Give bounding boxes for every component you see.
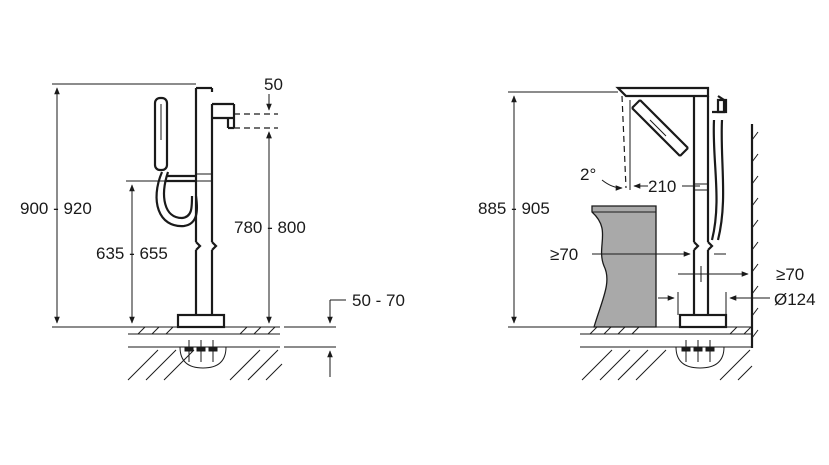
right-wall-clearance-dim (678, 266, 749, 282)
bathtub (591, 205, 657, 328)
right-spout-reach-label: 210 (648, 177, 676, 196)
right-view: 885 - 905 2° 210 ≥70 ≥70 (478, 86, 816, 381)
left-mixer-body (153, 86, 236, 329)
left-spout-offset-label: 50 (264, 75, 283, 94)
left-install-depth-label: 50 - 70 (352, 291, 405, 310)
left-overall-height-dim (52, 83, 196, 328)
left-install-depth-dim (284, 299, 346, 377)
left-view: 900 - 920 635 - 655 780 - 800 50 50 (20, 75, 405, 381)
right-base-diameter-dim (658, 292, 770, 315)
right-wall-clearance-label: ≥70 (776, 265, 804, 284)
right-base-diameter-label: Ø124 (774, 290, 816, 309)
right-overall-height-dim (508, 91, 618, 328)
right-mixer-body (615, 86, 728, 329)
left-hose-height-label: 635 - 655 (96, 244, 168, 263)
right-angle-dim (601, 179, 623, 191)
left-hose-height-dim (126, 180, 196, 324)
left-spout-height-label: 780 - 800 (234, 218, 306, 237)
left-floor (127, 326, 283, 381)
right-angle-label: 2° (580, 165, 596, 184)
left-spout-height-dim (234, 127, 278, 324)
right-tub-clearance-label: ≥70 (550, 245, 578, 264)
left-overall-height-label: 900 - 920 (20, 199, 92, 218)
right-overall-height-label: 885 - 905 (478, 199, 550, 218)
left-spout-offset-dim (234, 94, 278, 142)
right-wall (750, 124, 759, 348)
right-floor (580, 326, 753, 381)
